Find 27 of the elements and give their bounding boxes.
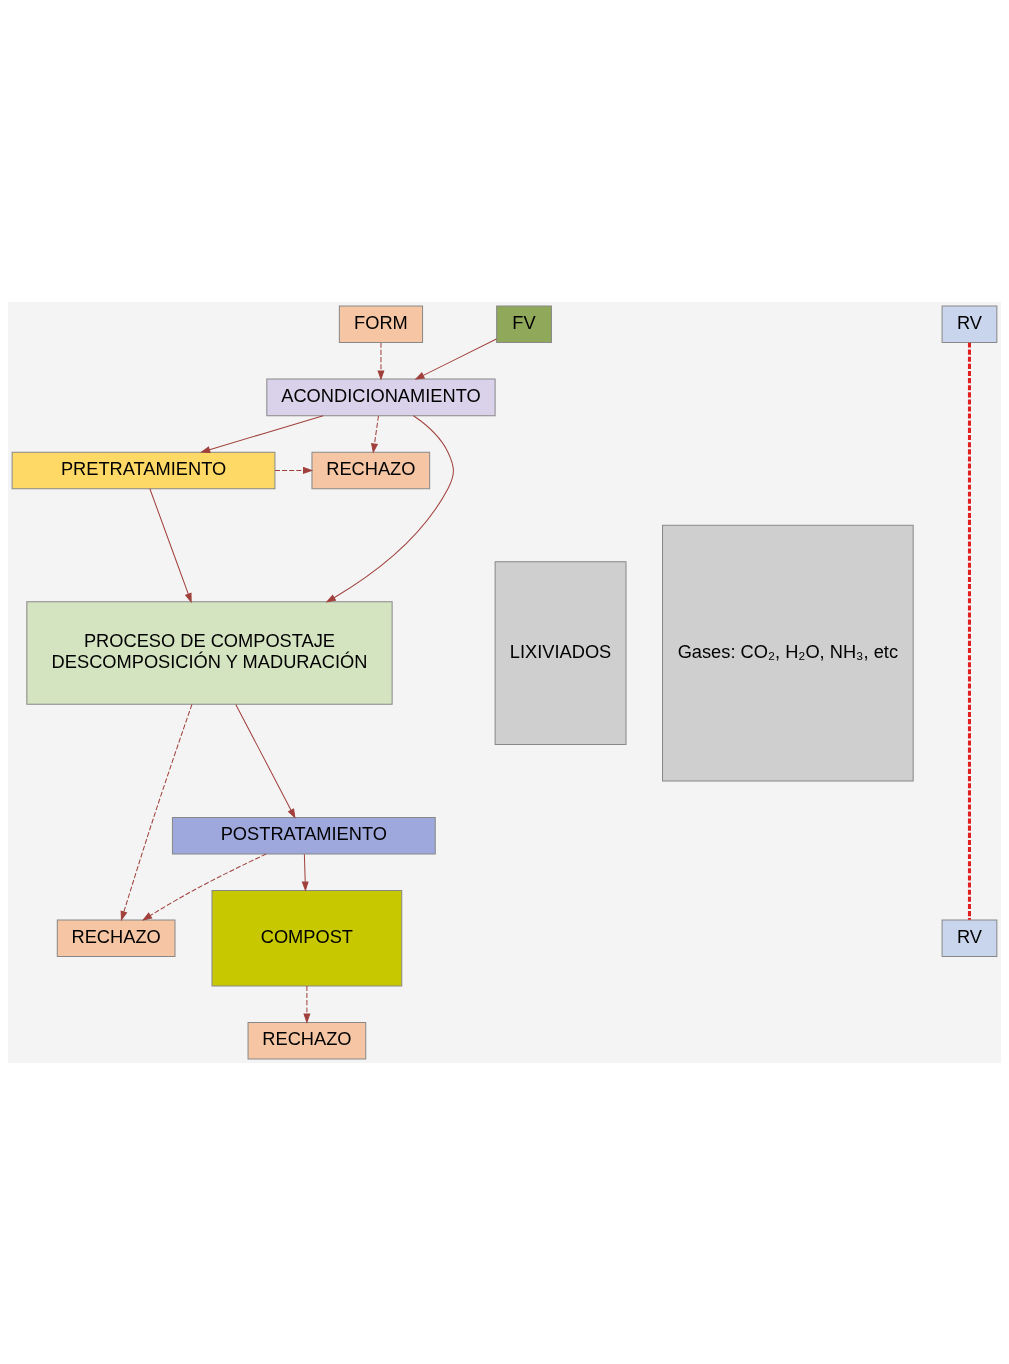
arrow: [414, 338, 497, 380]
node-box: RECHAZO: [247, 1021, 367, 1059]
arrow: [371, 414, 379, 454]
arrow: [303, 984, 311, 1024]
node-box: PROCESO DE COMPOSTAJE DESCOMPOSICIÓN Y MADURACIÓN: [26, 600, 393, 705]
node-box: COMPOST: [211, 889, 403, 986]
node-box: RECHAZO: [311, 451, 431, 489]
node-box: PRETRATAMIENTO: [11, 451, 276, 489]
node-box: POSTRATAMIENTO: [171, 816, 436, 854]
arrow: [141, 853, 267, 921]
arrow: [120, 703, 193, 921]
node-box: Gases: CO₂, H₂O, NH₃, etc: [662, 524, 914, 781]
arrow: [235, 703, 296, 819]
arrow: [325, 414, 454, 603]
node-box: FV: [496, 305, 552, 343]
node-box: LIXIVIADOS: [494, 560, 627, 745]
node-box: ACONDICIONAMIENTO: [266, 378, 496, 416]
node-box: RV: [941, 918, 998, 957]
node-box: RECHAZO: [56, 918, 176, 957]
arrow: [200, 414, 324, 453]
arrow: [301, 853, 309, 892]
node-box: RV: [941, 305, 998, 343]
node-box: FORM: [338, 305, 424, 343]
arrow: [149, 487, 192, 603]
connector: [967, 342, 971, 920]
arrow: [377, 341, 385, 381]
arrow: [274, 466, 314, 474]
